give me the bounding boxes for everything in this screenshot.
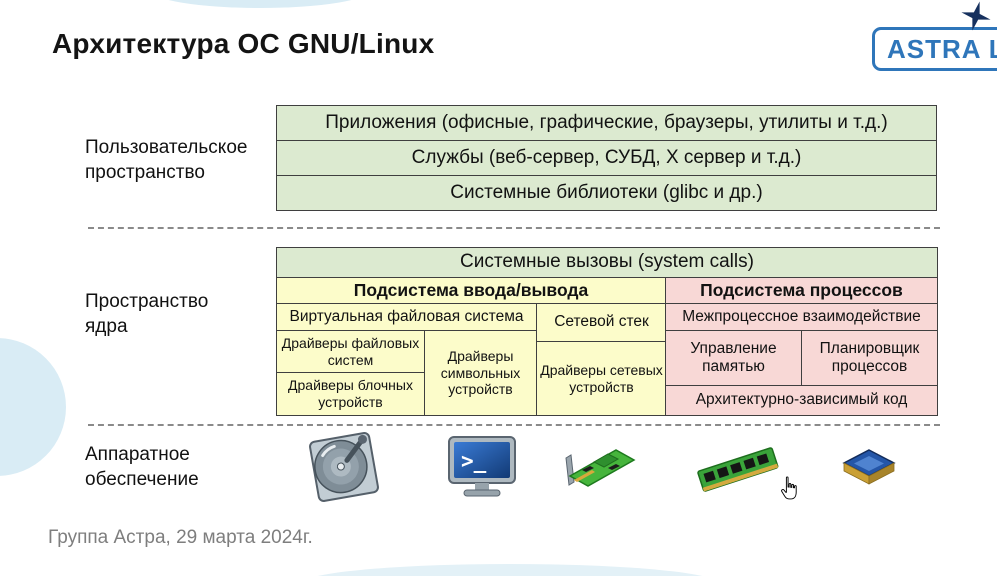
kernel-table: Системные вызовы (system calls) Подсисте… [276,247,938,416]
cell-system-calls: Системные вызовы (system calls) [276,247,938,278]
cell-io-subsystem-header: Подсистема ввода/вывода [276,277,666,304]
row-system-libraries: Системные библиотеки (glibc и др.) [276,175,937,211]
label-user-space: Пользовательское пространство [85,137,248,183]
terminal-icon: >_ [448,436,516,497]
decorative-wave-top [150,0,370,8]
divider-kernel-hardware [88,424,940,426]
label-hardware: Аппаратное обеспечение [85,444,199,490]
hdd-icon [309,432,379,502]
cell-fs-drivers: Драйверы файловых систем [276,330,425,373]
divider-user-kernel [88,227,940,229]
cell-network-stack: Сетевой стек [536,303,667,342]
cell-vfs: Виртуальная файловая система [276,303,537,331]
row-services: Службы (веб-сервер, СУБД, X сервер и т.д… [276,140,937,176]
astra-linux-logo-text: ASTRA LIN [887,33,997,64]
cpu-icon [842,449,896,485]
cell-arch-dependent-code: Архитектурно-зависимый код [665,385,938,416]
svg-text:>_: >_ [461,449,487,473]
label-kernel-space: Пространство ядра [85,291,209,337]
cell-char-drivers: Драйверы символьных устройств [424,330,537,416]
footer-credit: Группа Астра, 29 марта 2024г. [48,527,313,548]
cell-ipc: Межпроцессное взаимодействие [665,303,938,331]
cell-process-scheduler: Планировщик процессов [801,330,938,386]
decorative-wave-bottom [300,564,720,576]
cell-process-subsystem-header: Подсистема процессов [665,277,938,304]
cell-memory-management: Управление памятью [665,330,802,386]
slide-title: Архитектура ОС GNU/Linux [52,28,435,59]
row-applications: Приложения (офисные, графические, браузе… [276,105,937,141]
cell-net-drivers: Драйверы сетевых устройств [536,341,667,416]
hand-cursor-icon [781,476,797,500]
astra-linux-logo: ASTRA LIN [872,27,997,71]
decorative-wave-left [0,338,66,476]
network-card-icon [565,449,636,487]
ram-icon [697,447,779,492]
star-icon [961,1,991,31]
user-space-table: Приложения (офисные, графические, браузе… [276,105,937,211]
cell-block-drivers: Драйверы блочных устройств [276,372,425,416]
